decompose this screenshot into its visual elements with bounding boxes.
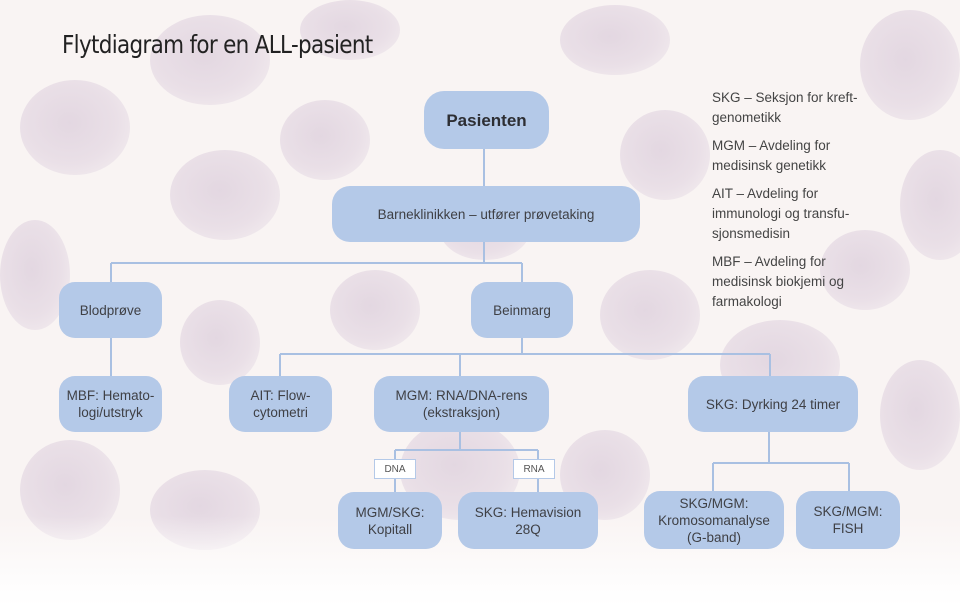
node-label: Barneklinikken – utfører prøvetaking bbox=[377, 206, 595, 222]
node-label: MGM/SKG: Kopitall bbox=[355, 504, 425, 537]
node-label: Beinmarg bbox=[493, 302, 551, 318]
node-label: AIT: Flow- cytometri bbox=[250, 388, 311, 420]
diagram-title: Flytdiagram for en ALL-pasient bbox=[62, 30, 373, 59]
node-label: MGM: RNA/DNA-rens (ekstraksjon) bbox=[395, 388, 528, 420]
edge-label-rna: RNA bbox=[513, 459, 555, 479]
node-mgm-skg-kopitall: MGM/SKG: Kopitall bbox=[338, 492, 442, 549]
node-ait-flowcytometri: AIT: Flow- cytometri bbox=[229, 376, 332, 432]
legend-item-skg: SKG – Seksjon for kreft- genometikk bbox=[712, 90, 858, 125]
edge-label-text: DNA bbox=[384, 463, 406, 475]
node-label: Blodprøve bbox=[79, 302, 142, 318]
abbreviation-legend: SKG – Seksjon for kreft- genometikk MGM … bbox=[712, 88, 932, 320]
node-skg-hemavision: SKG: Hemavision 28Q bbox=[458, 492, 598, 549]
edge-label-text: RNA bbox=[523, 463, 545, 475]
node-skg-mgm-kromosomanalyse: SKG/MGM: Kromosomanalyse (G-band) bbox=[644, 491, 784, 549]
node-skg-dyrking: SKG: Dyrking 24 timer bbox=[688, 376, 858, 432]
node-label: SKG: Hemavision 28Q bbox=[474, 504, 582, 537]
node-pasienten: Pasienten bbox=[424, 91, 549, 149]
node-label: MBF: Hemato- logi/utstryk bbox=[66, 388, 155, 420]
node-blodprove: Blodprøve bbox=[59, 282, 162, 338]
edge-label-dna: DNA bbox=[374, 459, 416, 479]
node-barneklinikken: Barneklinikken – utfører prøvetaking bbox=[332, 186, 640, 242]
node-label: Pasienten bbox=[446, 110, 527, 130]
legend-item-mgm: MGM – Avdeling for medisinsk genetikk bbox=[712, 138, 831, 173]
node-label: SKG/MGM: FISH bbox=[813, 504, 883, 536]
node-mgm-rna-dna-rens: MGM: RNA/DNA-rens (ekstraksjon) bbox=[374, 376, 549, 432]
node-label: SKG: Dyrking 24 timer bbox=[705, 396, 841, 412]
node-mbf-hematologi: MBF: Hemato- logi/utstryk bbox=[59, 376, 162, 432]
node-beinmarg: Beinmarg bbox=[471, 282, 573, 338]
node-skg-mgm-fish: SKG/MGM: FISH bbox=[796, 491, 900, 549]
legend-item-ait: AIT – Avdeling for immunologi og transfu… bbox=[712, 186, 850, 241]
node-label: SKG/MGM: Kromosomanalyse (G-band) bbox=[658, 495, 770, 545]
legend-item-mbf: MBF – Avdeling for medisinsk biokjemi og… bbox=[712, 254, 845, 309]
